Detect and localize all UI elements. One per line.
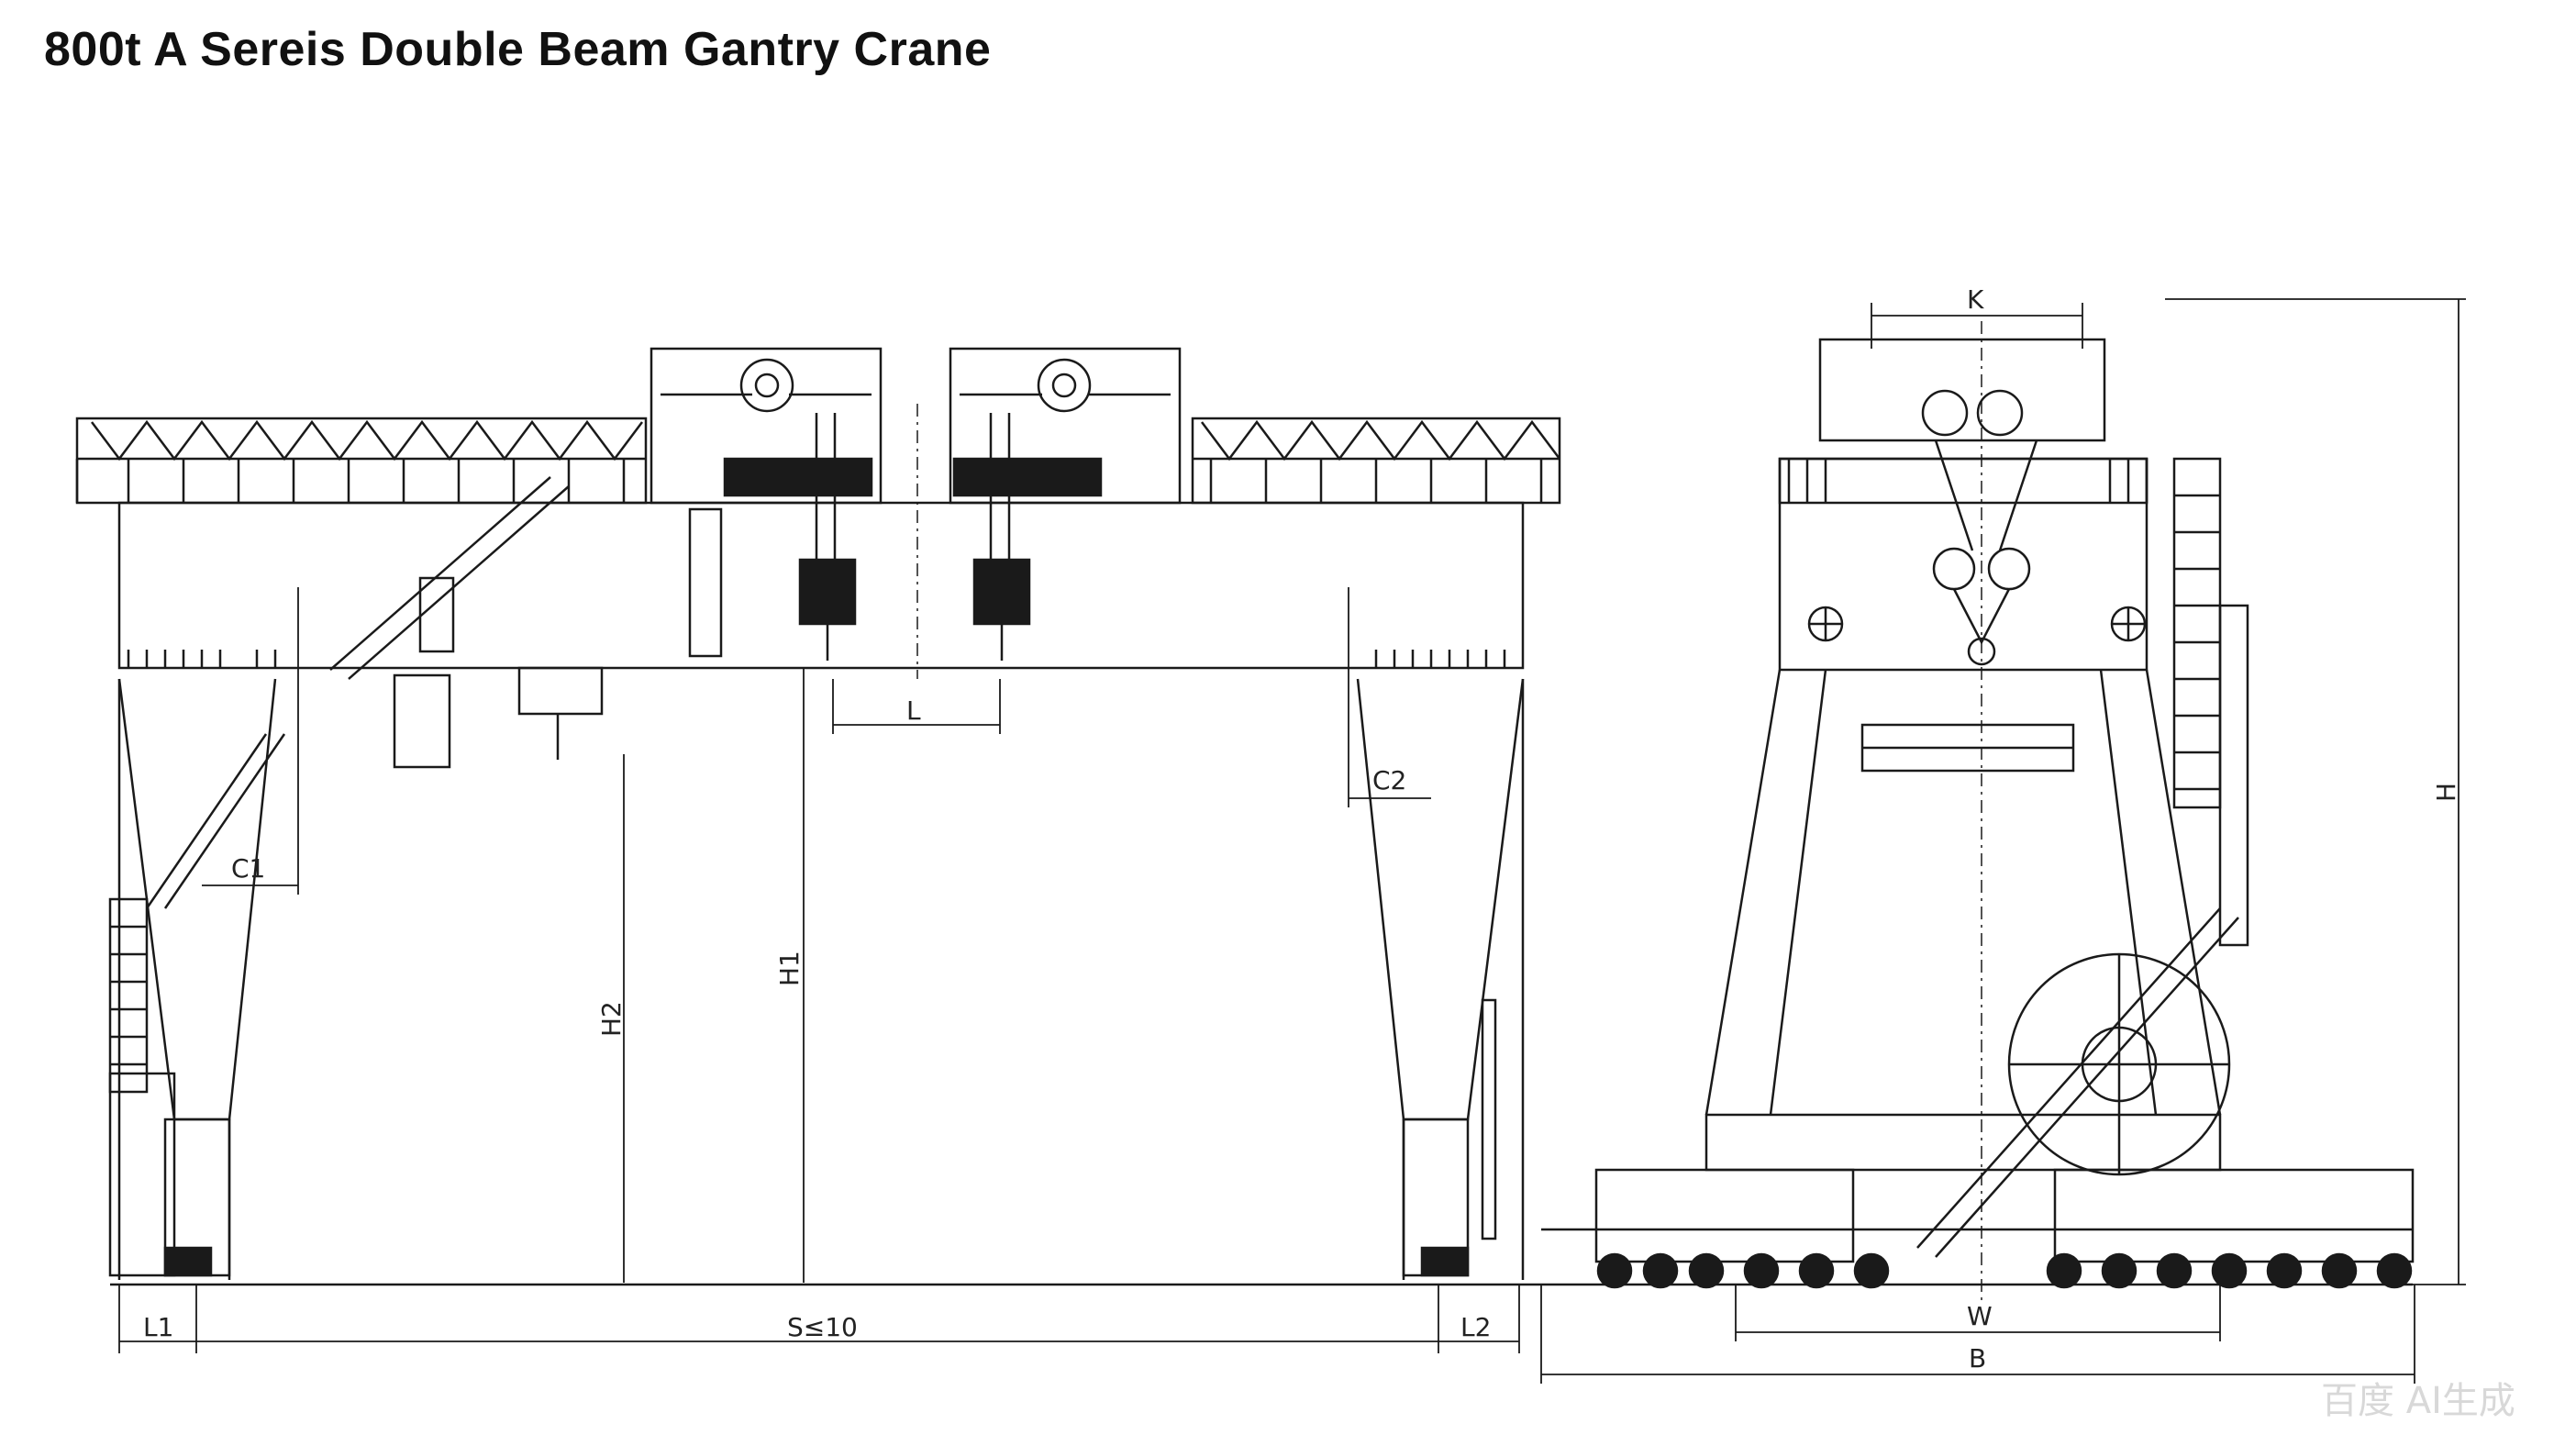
dim-w-label: W xyxy=(1967,1301,1993,1331)
operator-cabin xyxy=(393,673,451,769)
hook-block-right xyxy=(972,558,1031,626)
side-dimensions xyxy=(1540,298,2466,1384)
front-dimensions xyxy=(118,587,1520,1353)
side-ladder xyxy=(2172,457,2222,809)
trolley-housing-left xyxy=(650,347,883,505)
dim-l-label: L xyxy=(906,695,921,726)
hoist-ropes xyxy=(815,413,1011,560)
side-view xyxy=(1541,321,2415,1303)
page-title: 800t A Sereis Double Beam Gantry Crane xyxy=(44,23,992,76)
trolley-housing-right xyxy=(949,347,1182,505)
girder-truss xyxy=(91,419,643,462)
dim-c1-label: C1 xyxy=(231,853,265,884)
dim-h-label: H xyxy=(2431,783,2461,802)
hook-block-left xyxy=(798,558,857,626)
dim-h2-label: H2 xyxy=(596,1001,627,1037)
aux-hook xyxy=(517,666,604,716)
right-leg xyxy=(1356,678,1525,1121)
side-trolley-frame xyxy=(1818,338,2106,442)
dim-b-label: B xyxy=(1969,1343,1986,1374)
dim-span-label: S≤10 xyxy=(787,1312,858,1342)
side-leg-left xyxy=(1704,669,1827,1116)
stair-left xyxy=(329,476,570,680)
front-view xyxy=(75,347,1561,1286)
dim-k-label: K xyxy=(1967,284,1984,315)
dim-h1-label: H1 xyxy=(774,951,805,986)
watermark: 百度 AI生成 xyxy=(2321,1380,2515,1422)
dim-l2-label: L2 xyxy=(1460,1312,1491,1342)
dim-l1-label: L1 xyxy=(143,1312,173,1342)
bogie-group-left xyxy=(1594,1168,1855,1263)
bogie-group-right xyxy=(2053,1168,2415,1263)
dim-c2-label: C2 xyxy=(1372,765,1406,795)
